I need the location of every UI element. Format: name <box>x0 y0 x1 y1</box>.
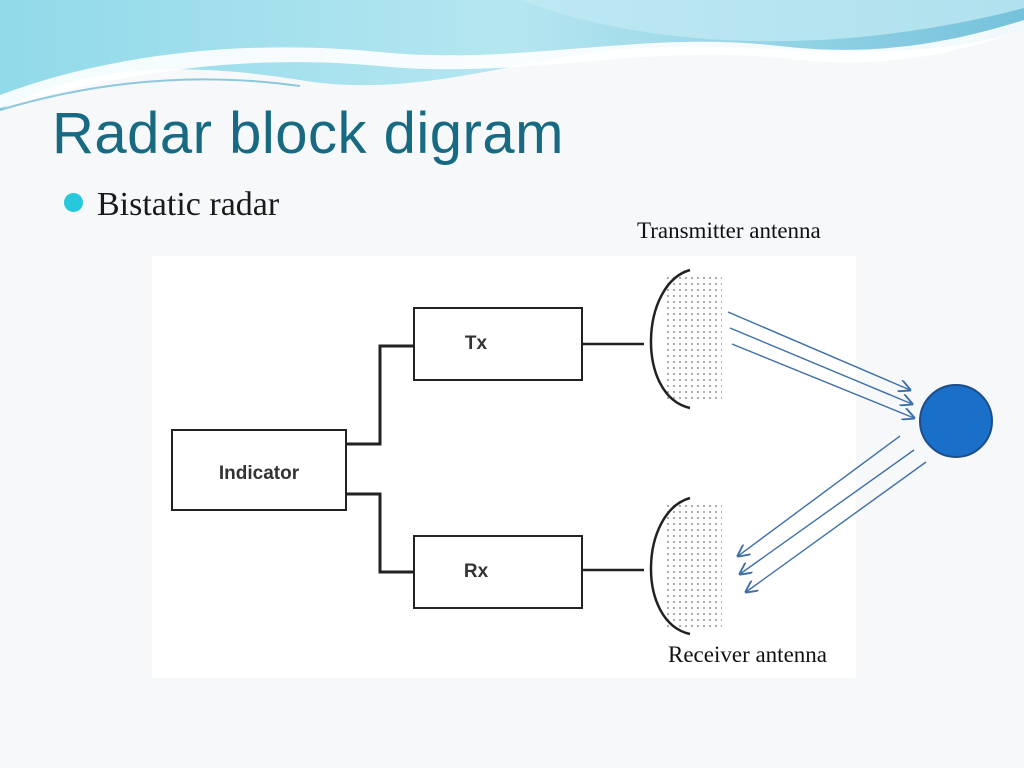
transmit-beam-arrows <box>727 311 914 418</box>
bullet-text: Bistatic radar <box>97 186 280 223</box>
indicator-block: Indicator <box>171 429 347 511</box>
indicator-label: Indicator <box>219 463 300 484</box>
receiver-antenna-label: Receiver antenna <box>668 642 827 667</box>
receive-arrow <box>740 449 915 574</box>
receive-arrow <box>738 435 901 556</box>
receiver-block: Rx <box>413 535 583 609</box>
target-circle <box>919 384 993 458</box>
bullet-item: Bistatic radar <box>64 186 279 224</box>
transmitter-antenna-icon <box>649 268 722 410</box>
indicator-to-tx-line <box>346 344 414 446</box>
transmit-arrow <box>731 343 914 418</box>
receiver-antenna-icon <box>649 496 722 636</box>
receive-arrow <box>746 461 927 592</box>
transmit-arrow <box>729 327 912 404</box>
header-wave-decoration <box>0 0 1024 111</box>
receive-beam-arrows <box>738 435 927 592</box>
receiver-label: Rx <box>464 561 489 582</box>
bullet-dot-icon <box>64 192 83 212</box>
transmitter-label: Tx <box>465 333 488 354</box>
transmitter-block: Tx <box>413 307 583 381</box>
transmitter-antenna-label: Transmitter antenna <box>637 218 821 243</box>
transmit-arrow <box>727 311 910 390</box>
indicator-to-rx-line <box>346 492 414 574</box>
slide-title: Radar block digram <box>52 101 564 166</box>
